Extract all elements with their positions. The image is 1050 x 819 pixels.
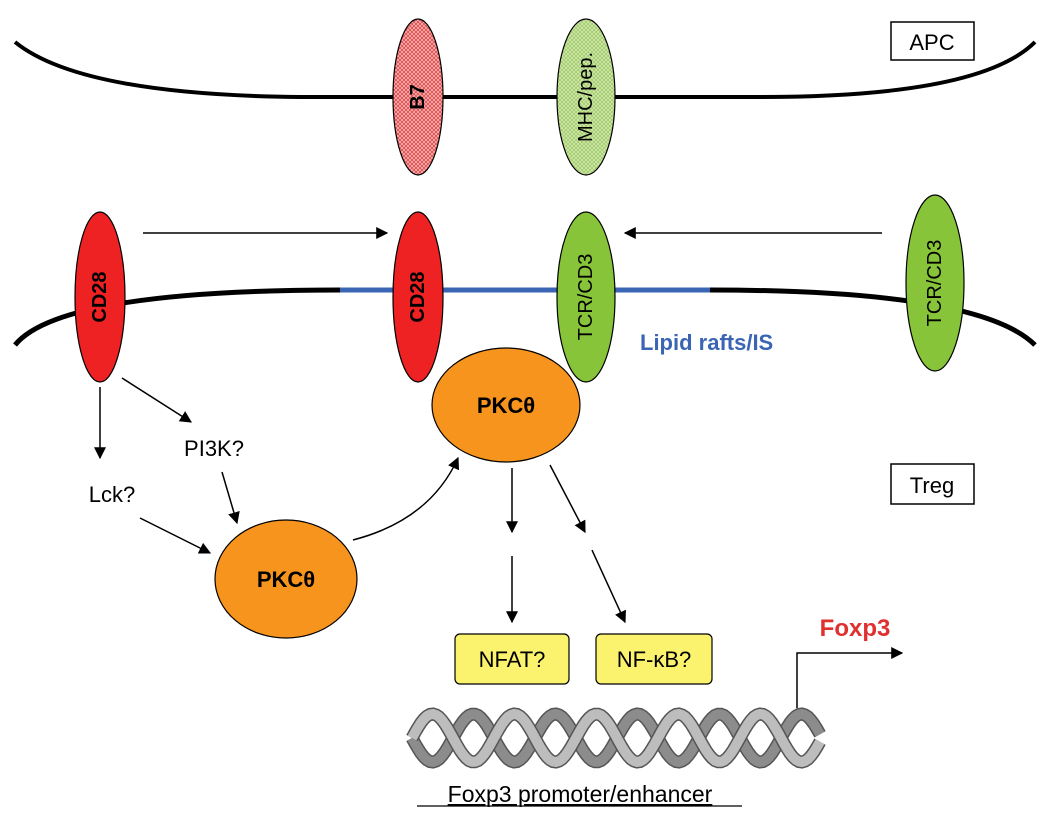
pkc-upper-label: PKCθ	[477, 393, 535, 418]
b7-receptor: B7	[392, 18, 444, 176]
tcr-cd3-receptor-right: TCR/CD3	[905, 194, 965, 372]
lck-to-pkc-arrow	[139, 517, 212, 554]
pi3k-to-pkc-arrow	[221, 471, 240, 525]
b7-label: B7	[407, 84, 429, 110]
nfat-box: NFAT?	[454, 633, 570, 685]
nfkb-label: NF-κB?	[617, 647, 692, 672]
lipid-rafts-label: Lipid rafts/IS	[640, 330, 773, 355]
nfat-label: NFAT?	[479, 647, 546, 672]
cd28-receptor-center: CD28	[392, 211, 444, 383]
mhc-peptide-receptor: MHC/pep.	[556, 18, 616, 176]
cd28-to-pi3k-arrow	[121, 377, 193, 423]
tcr-right-label: TCR/CD3	[924, 240, 946, 327]
pkc-theta-upper: PKCθ	[431, 347, 581, 463]
promoter-label: Foxp3 promoter/enhancer	[448, 781, 713, 807]
pkc-theta-lower: PKCθ	[214, 519, 358, 639]
treg-label-box: Treg	[890, 463, 975, 505]
apc-membrane	[13, 40, 1037, 99]
dna-helix	[406, 707, 826, 769]
apc-label-box: APC	[890, 21, 975, 61]
cd28-receptor-left: CD28	[74, 211, 126, 383]
cd28-center-label: CD28	[407, 271, 429, 322]
apc-label: APC	[909, 30, 954, 55]
tcr-cd3-receptor-center: TCR/CD3	[556, 211, 616, 383]
pkc-to-nfkb-arrow-2	[591, 549, 626, 624]
mhc-label: MHC/pep.	[575, 52, 597, 142]
pkc-to-nfkb-arrow-1	[549, 464, 586, 534]
treg-label: Treg	[910, 473, 954, 498]
lck-label: Lck?	[89, 482, 135, 507]
pi3k-label: PI3K?	[184, 436, 244, 461]
foxp3-label: Foxp3	[820, 615, 891, 642]
nfkb-box: NF-κB?	[595, 633, 713, 685]
dna-strand	[407, 708, 825, 768]
treg-membrane	[13, 287, 1037, 347]
transcription-start-arrow	[796, 647, 904, 708]
pkc-recruitment-arrow	[352, 456, 460, 541]
tcr-center-label: TCR/CD3	[575, 254, 597, 341]
cd28-left-label: CD28	[89, 271, 111, 322]
pkc-lower-label: PKCθ	[257, 567, 315, 592]
